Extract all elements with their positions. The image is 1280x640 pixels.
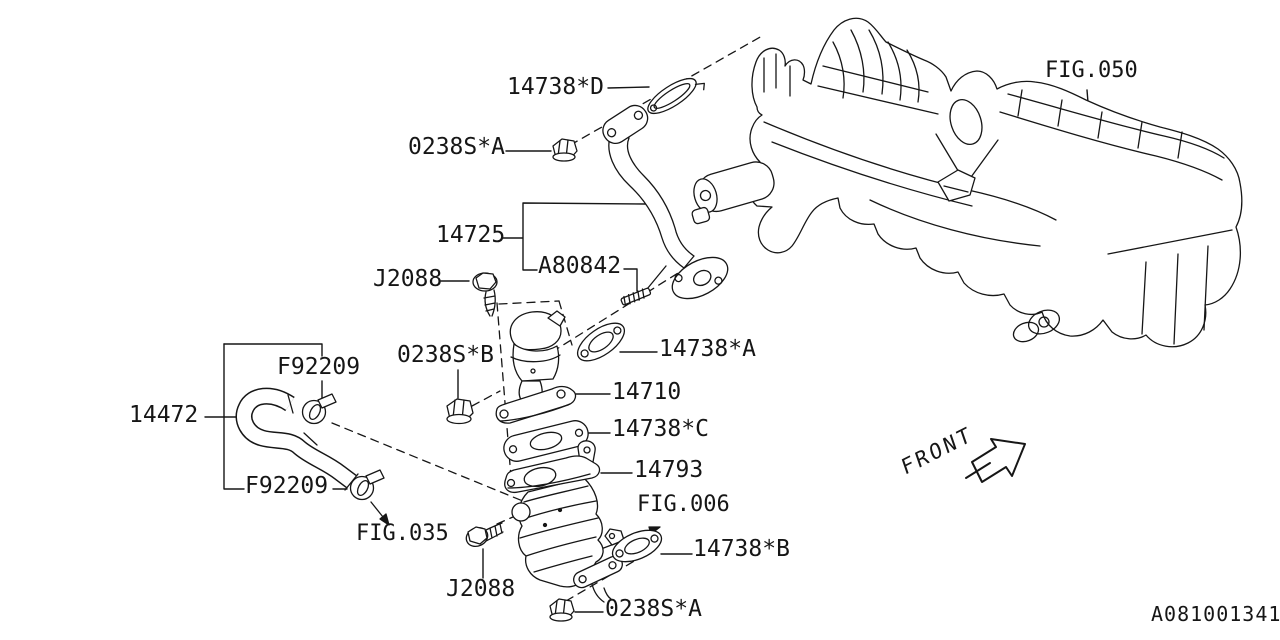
callout-F92209-upper[interactable]: F92209 [277,354,361,380]
callout-14738A[interactable]: 14738*A [659,336,756,362]
callout-J2088-bottom[interactable]: J2088 [446,576,516,602]
fig035-arrow [370,501,390,526]
gasket-14738D-drawing [647,77,705,115]
callout-14738B[interactable]: 14738*B [693,536,790,562]
egr-valve-drawing [495,310,577,424]
figref-006[interactable]: FIG.006 [637,492,730,517]
callout-14738C[interactable]: 14738*C [612,416,709,442]
nut-0238SB-drawing [446,398,474,425]
callout-0238SA-bottom[interactable]: 0238S*A [605,596,702,622]
document-number: A081001341 [1151,602,1280,626]
hose-14472-drawing [235,387,359,491]
nut-0238SA-top-drawing [552,138,578,162]
hose-clamp-upper-drawing [301,393,337,425]
adapter-14793-drawing [504,440,601,494]
callout-J2088-top[interactable]: J2088 [373,266,443,292]
bolt-J2088-bottom-drawing [465,522,504,548]
figref-035[interactable]: FIG.035 [356,521,449,546]
front-direction-arrow [965,438,1026,483]
egr-pipe-drawing [602,104,729,301]
callout-F92209-lower[interactable]: F92209 [245,473,329,499]
callout-0238SB[interactable]: 0238S*B [397,342,494,368]
callout-14710[interactable]: 14710 [612,379,682,405]
leader-lines [204,86,1091,613]
callout-A80842[interactable]: A80842 [538,253,622,279]
nut-0238SA-bottom-drawing [549,598,575,622]
intake-manifold-drawing [691,17,1243,348]
callout-0238SA-top[interactable]: 0238S*A [408,134,505,160]
stud-A80842-drawing [620,287,652,307]
callout-14738D[interactable]: 14738*D [507,74,604,100]
callout-14472[interactable]: 14472 [129,402,199,428]
callout-14725[interactable]: 14725 [436,222,506,248]
gasket-14738C-drawing [503,420,589,462]
callout-14793[interactable]: 14793 [634,457,704,483]
figref-050[interactable]: FIG.050 [1045,58,1138,83]
lower-chamber-drawing [511,477,623,603]
gasket-14738A-drawing [577,322,625,362]
bolt-J2088-top-drawing [472,272,498,317]
gasket-14738B-drawing [604,528,663,563]
hose-clamp-lower-drawing [349,469,385,501]
